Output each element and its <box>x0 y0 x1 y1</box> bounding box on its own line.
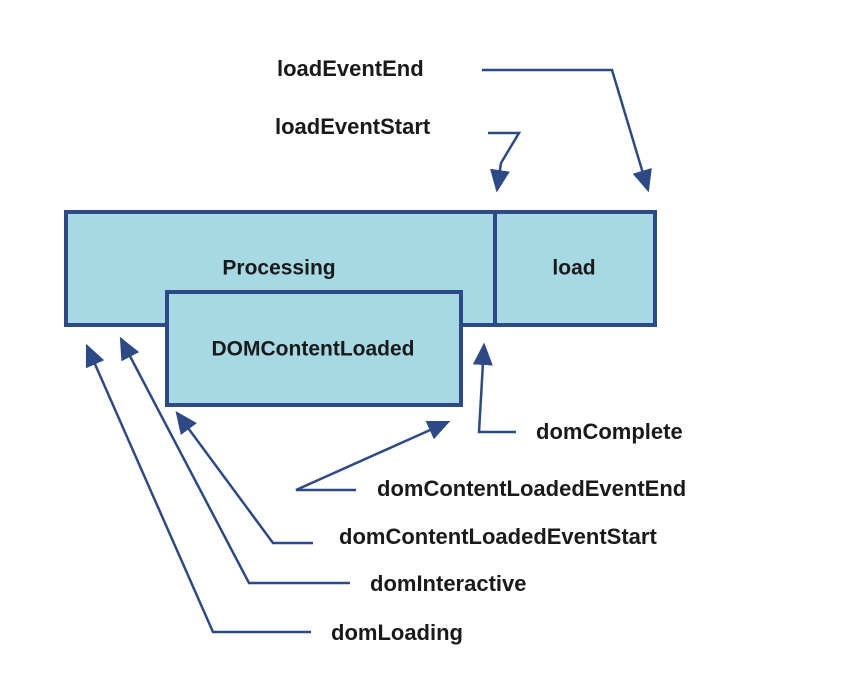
dom-content-loaded-label: DOMContentLoaded <box>211 337 415 361</box>
load-box <box>493 210 657 327</box>
dom-content-loaded-event-start-label: domContentLoadedEventStart <box>339 524 657 549</box>
dom-content-loaded-box <box>165 290 463 407</box>
dom-interactive-label: domInteractive <box>370 571 527 596</box>
dom-content-loaded-event-start-arrow <box>175 410 313 545</box>
load-event-end-arrow <box>482 68 652 193</box>
load-event-start-label: loadEventStart <box>275 114 431 139</box>
dom-loading-arrow <box>85 343 311 634</box>
dom-complete-label: domComplete <box>536 419 683 444</box>
load-event-end-label: loadEventEnd <box>277 56 424 81</box>
load-label: load <box>552 256 596 280</box>
dom-loading-label: domLoading <box>331 620 463 645</box>
processing-label: Processing <box>222 256 336 280</box>
dom-interactive-arrow <box>119 336 350 585</box>
dom-complete-arrow <box>472 342 516 434</box>
dom-content-loaded-event-end-label: domContentLoadedEventEnd <box>377 476 687 501</box>
dom-content-loaded-event-end-arrow <box>295 420 451 492</box>
load-event-start-arrow <box>488 131 522 193</box>
